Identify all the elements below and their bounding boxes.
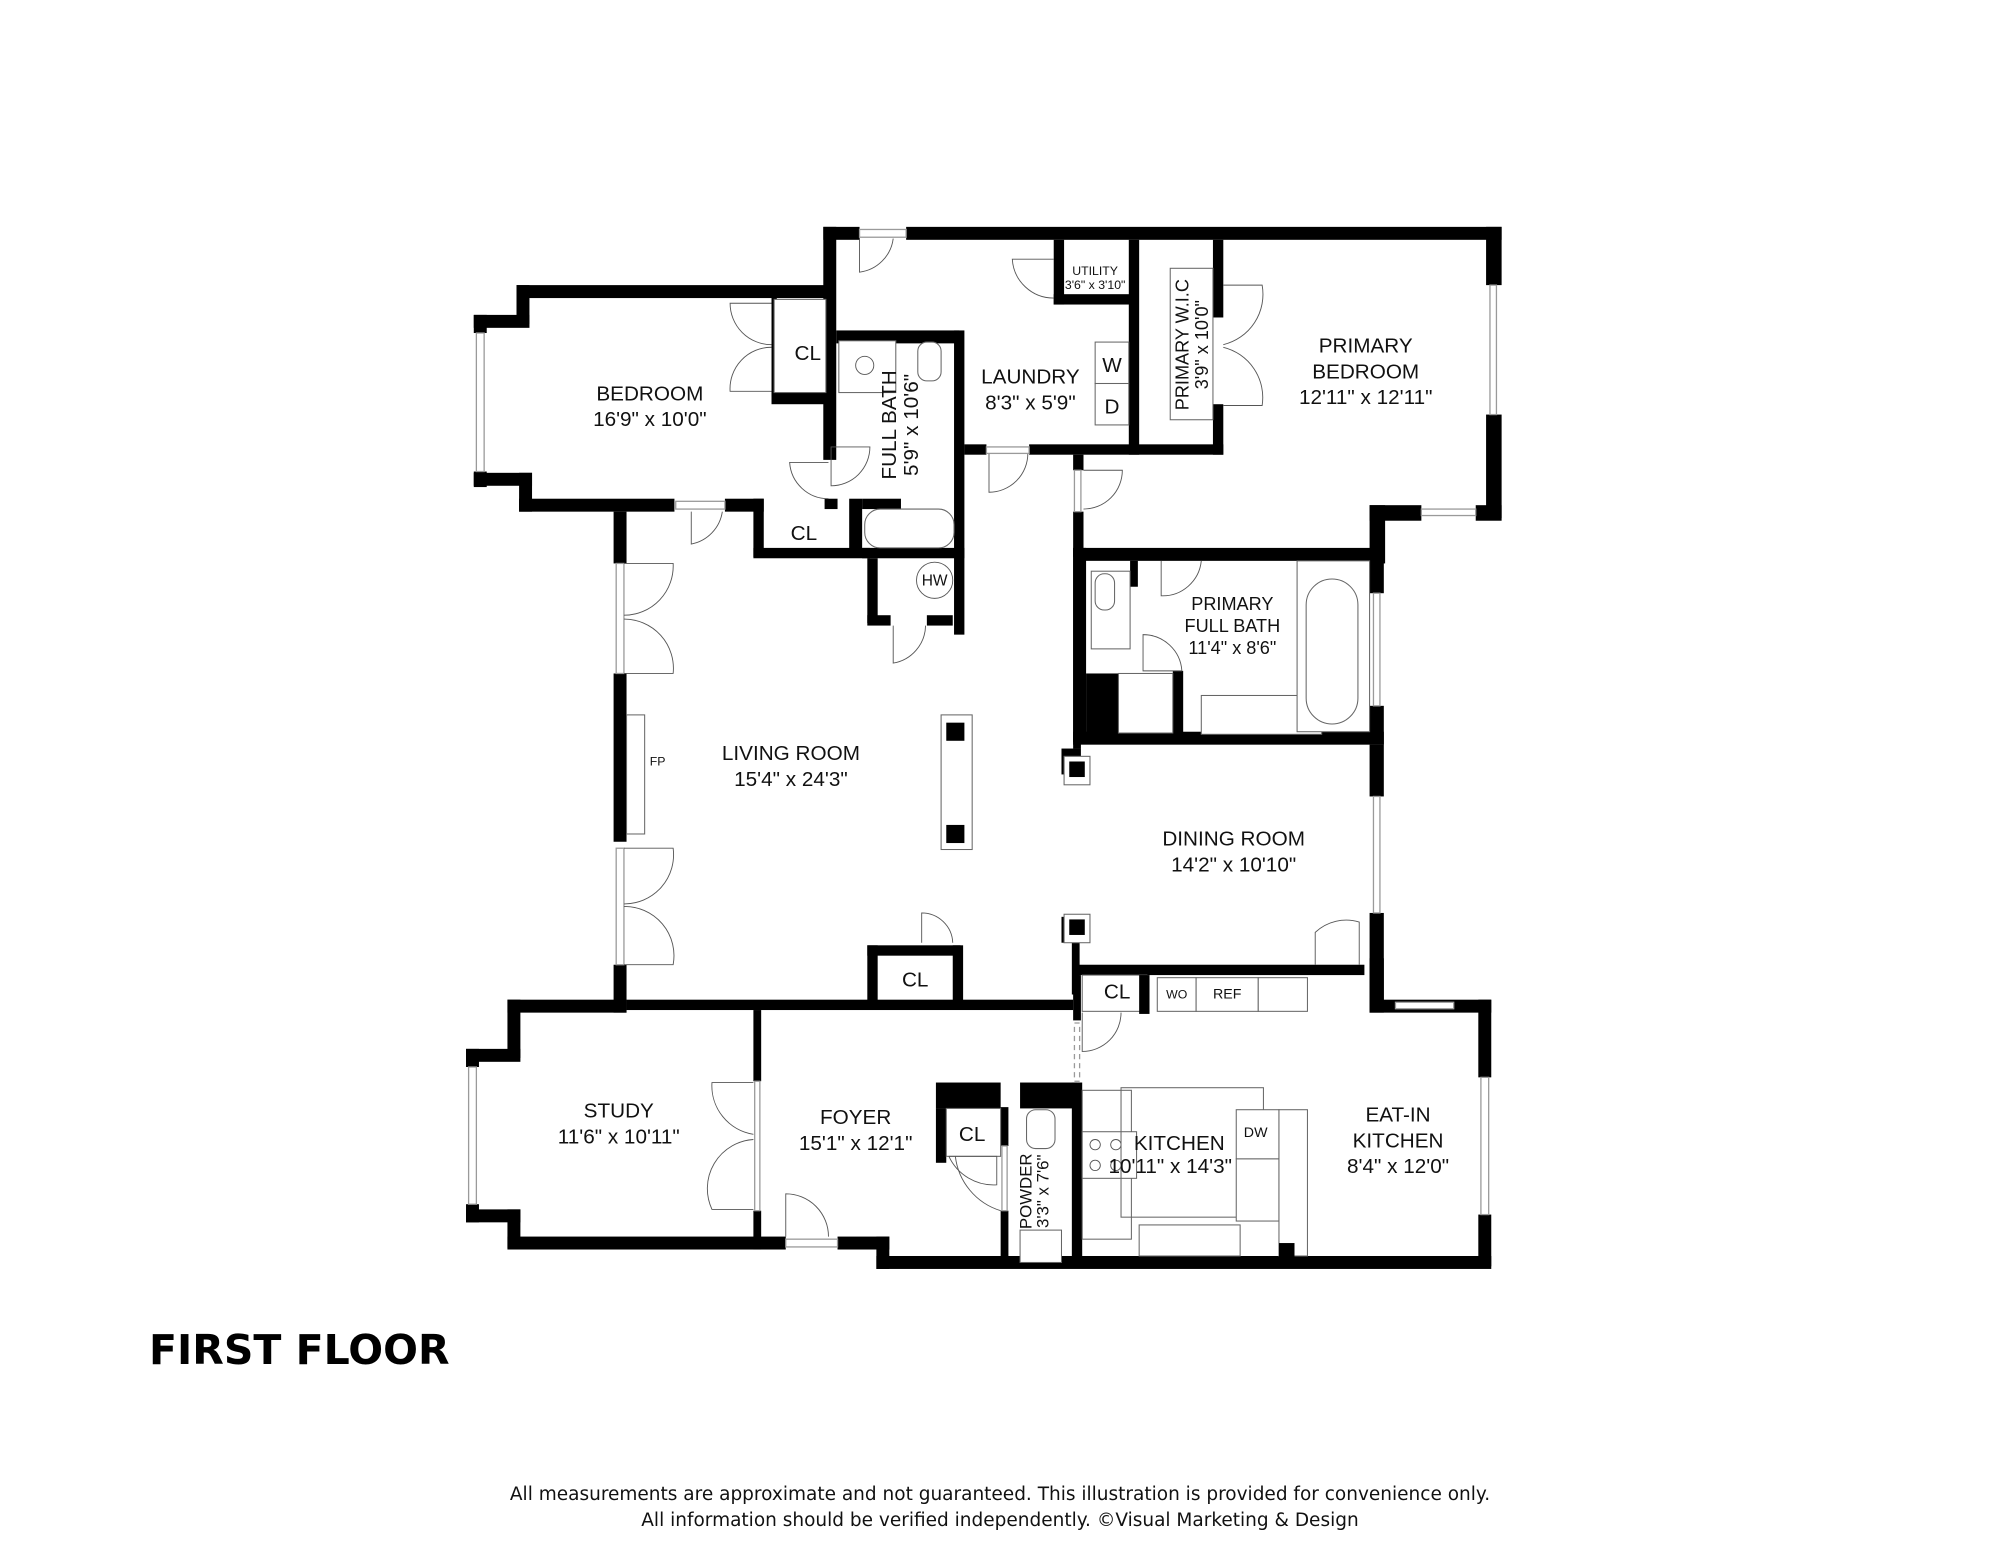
eat-in-name-2: KITCHEN bbox=[1353, 1129, 1444, 1152]
full-bath-dims: 5'9" x 10'6" bbox=[900, 374, 923, 476]
fireplace-label: FP bbox=[650, 754, 666, 768]
north-walls bbox=[753, 226, 1502, 635]
full-bath-door bbox=[830, 446, 871, 487]
cooktop bbox=[1081, 1131, 1138, 1179]
bedroom-window bbox=[475, 332, 485, 473]
shower bbox=[1117, 672, 1174, 734]
living-french-door-south bbox=[615, 847, 625, 966]
primary-bedroom-name-2: BEDROOM bbox=[1312, 360, 1419, 383]
full-bath-name: FULL BATH bbox=[878, 370, 901, 479]
living-room-name: LIVING ROOM bbox=[722, 742, 860, 765]
primary-bedroom-name-1: PRIMARY bbox=[1319, 334, 1413, 357]
washer-label: W bbox=[1102, 354, 1122, 377]
kitchen-sink bbox=[1235, 1158, 1280, 1222]
refrigerator-label: REF bbox=[1213, 986, 1242, 1002]
foyer-closet-walls bbox=[935, 975, 1083, 1264]
powder-toilet bbox=[1026, 1109, 1056, 1150]
primary-bedroom-door bbox=[1083, 469, 1123, 510]
fireplace bbox=[626, 714, 646, 835]
living-room-dims: 15'4" x 24'3" bbox=[734, 768, 848, 791]
disclaimer-line-2: All information should be verified indep… bbox=[641, 1510, 1359, 1531]
primary-bath-name-2: FULL BATH bbox=[1185, 616, 1281, 636]
laundry-dims: 8'3" x 5'9" bbox=[985, 391, 1076, 414]
study-french-door bbox=[754, 1080, 761, 1212]
primary-wic-dims: 3'9" x 10'0" bbox=[1192, 300, 1212, 389]
front-entry bbox=[785, 1238, 839, 1248]
bedroom-dims: 16'9" x 10'0" bbox=[593, 408, 707, 431]
study-dims: 11'6" x 10'11" bbox=[558, 1125, 680, 1148]
kitchen-dims: 10'11" x 14'3" bbox=[1108, 1155, 1232, 1178]
kitchen-name: KITCHEN bbox=[1134, 1132, 1225, 1155]
eat-in-window-north bbox=[1394, 1001, 1455, 1010]
wic-door bbox=[1223, 284, 1264, 406]
foyer-name: FOYER bbox=[820, 1106, 891, 1129]
eat-in-name-1: EAT-IN bbox=[1365, 1103, 1430, 1126]
eat-in-dims: 8'4" x 12'0" bbox=[1347, 1155, 1449, 1178]
dining-room-name: DINING ROOM bbox=[1162, 828, 1305, 851]
living-closet-label: CL bbox=[902, 969, 928, 992]
utility-name: UTILITY bbox=[1072, 264, 1118, 278]
primary-bath-dims: 11'4" x 8'6" bbox=[1188, 638, 1276, 658]
utility-dims: 3'6" x 3'10" bbox=[1065, 278, 1126, 292]
primary-bedroom-window-south bbox=[1420, 508, 1477, 517]
primary-bedroom-dims: 12'11" x 12'11" bbox=[1299, 386, 1432, 409]
dishwasher bbox=[1235, 1109, 1280, 1160]
floor-title: FIRST FLOOR bbox=[149, 1326, 450, 1374]
bedroom-name: BEDROOM bbox=[596, 382, 703, 405]
powder-name: POWDER bbox=[1017, 1153, 1036, 1229]
foyer-dims: 15'1" x 12'1" bbox=[799, 1132, 913, 1155]
laundry-name: LAUNDRY bbox=[981, 366, 1080, 389]
toilet bbox=[917, 341, 942, 382]
disclaimer-line-1: All measurements are approximate and not… bbox=[509, 1484, 1491, 1505]
utility-door bbox=[1011, 258, 1054, 299]
closet-door-hall bbox=[789, 462, 829, 500]
dining-room-dims: 14'2" x 10'10" bbox=[1171, 854, 1296, 877]
study-name: STUDY bbox=[584, 1099, 654, 1122]
bedroom-closet-door bbox=[729, 302, 772, 392]
wall-oven-label: WO bbox=[1166, 987, 1187, 1001]
bedroom-closet-label: CL bbox=[795, 342, 821, 365]
bathtub bbox=[864, 508, 955, 549]
primary-bath-name-1: PRIMARY bbox=[1191, 594, 1273, 614]
primary-toilet bbox=[1094, 573, 1116, 611]
bedroom-walls bbox=[473, 226, 837, 512]
kitchen-closet-label: CL bbox=[1104, 980, 1130, 1003]
eat-in-window-east bbox=[1480, 1076, 1490, 1216]
hot-water-label: HW bbox=[922, 572, 948, 589]
south-west-walls bbox=[466, 958, 1492, 1269]
refrigerator bbox=[1195, 977, 1259, 1012]
kitchen-closet bbox=[1081, 974, 1148, 1012]
primary-wic-name: PRIMARY W.I.C bbox=[1172, 279, 1192, 410]
hw-closet-door bbox=[892, 625, 927, 664]
dishwasher-label: DW bbox=[1244, 1125, 1268, 1141]
dining-walls bbox=[1073, 744, 1384, 1011]
powder-dims: 3'3" x 7'6" bbox=[1034, 1154, 1053, 1228]
dryer-label: D bbox=[1104, 395, 1119, 418]
laundry-entry-door bbox=[859, 233, 894, 273]
primary-bedroom-window-east bbox=[1489, 284, 1498, 416]
hall-door bbox=[988, 453, 1029, 493]
bedroom-closet bbox=[773, 298, 827, 394]
living-french-door-north bbox=[615, 562, 625, 675]
primary-bedroom-walls bbox=[1073, 226, 1502, 564]
hall-closet-label: CL bbox=[791, 522, 817, 545]
foyer-closet-label: CL bbox=[959, 1123, 985, 1146]
study-window bbox=[467, 1066, 478, 1205]
